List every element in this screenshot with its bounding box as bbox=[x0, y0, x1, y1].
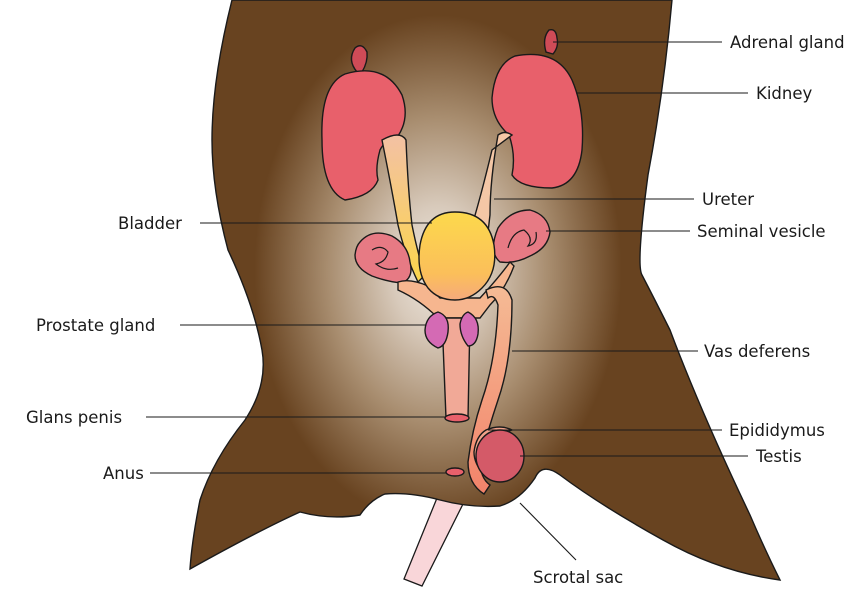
label-vas-deferens: Vas deferens bbox=[704, 342, 810, 361]
label-bladder: Bladder bbox=[118, 214, 182, 233]
label-seminal-vesicle: Seminal vesicle bbox=[697, 222, 826, 241]
label-adrenal-gland: Adrenal gland bbox=[730, 33, 845, 52]
anus bbox=[446, 468, 464, 476]
adrenal-gland-left bbox=[351, 46, 367, 72]
label-ureter: Ureter bbox=[702, 190, 754, 209]
label-prostate-gland: Prostate gland bbox=[36, 316, 155, 335]
label-anus: Anus bbox=[103, 464, 144, 483]
label-kidney: Kidney bbox=[756, 84, 812, 103]
glans-penis bbox=[445, 414, 469, 422]
tail bbox=[404, 498, 465, 586]
testis bbox=[476, 430, 524, 482]
leader-scrotal-sac bbox=[520, 503, 576, 560]
label-glans-penis: Glans penis bbox=[26, 408, 122, 427]
label-testis: Testis bbox=[755, 447, 802, 466]
label-epididymus: Epididymus bbox=[729, 421, 825, 440]
bladder bbox=[419, 212, 495, 300]
label-scrotal-sac: Scrotal sac bbox=[533, 568, 623, 587]
